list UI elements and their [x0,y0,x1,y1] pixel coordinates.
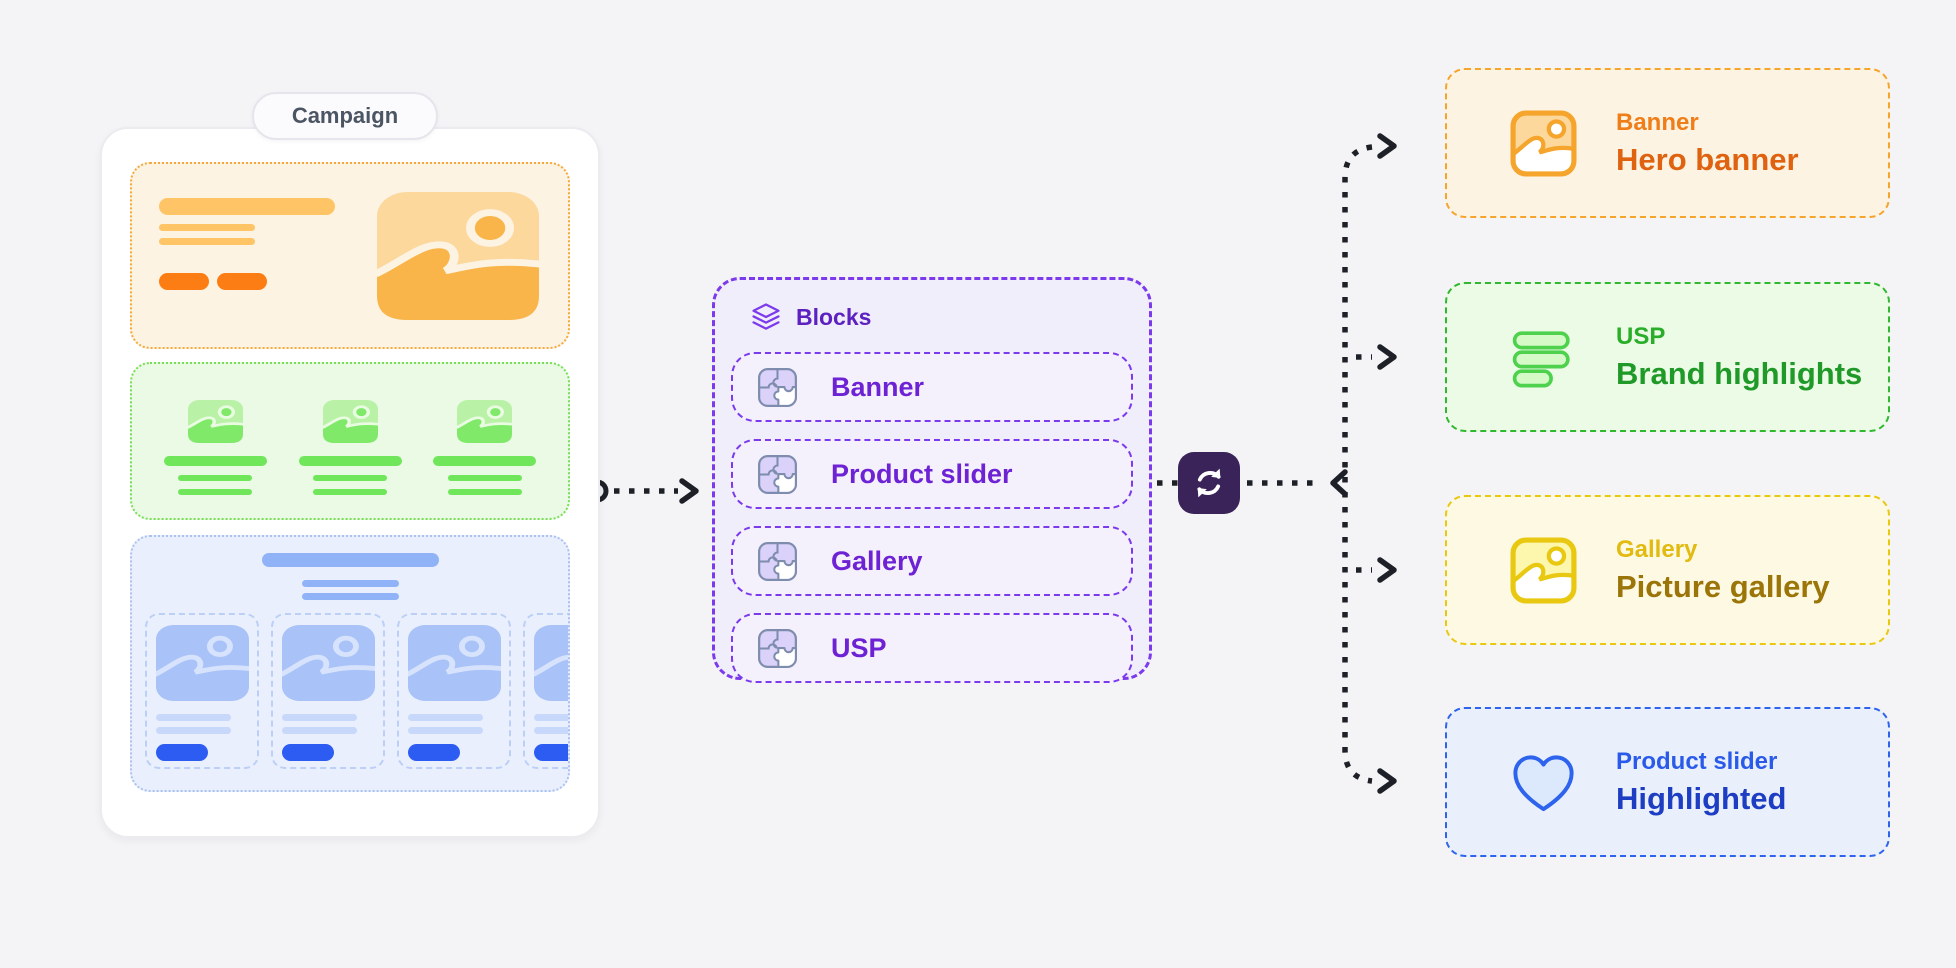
campaign-card [100,127,600,838]
layers-icon [752,303,780,330]
campaign-gallery-section [130,362,570,520]
output-card-category: Gallery [1616,535,1698,563]
image-placeholder-icon [377,192,539,320]
output-card-text: USP Brand highlights [1616,323,1862,392]
mock-text-line [534,727,568,734]
mock-text-line [301,593,399,600]
mock-button [408,744,460,761]
block-item-product-slider: Product slider [731,439,1133,509]
image-icon [1510,109,1577,177]
output-card-highlighted: Product slider Highlighted [1445,707,1890,857]
image-placeholder-icon [457,400,513,443]
output-card-title: Hero banner [1616,141,1799,177]
list-bars-icon [1512,330,1570,387]
mock-text-line [447,475,522,481]
image-placeholder-icon [531,625,568,701]
blocks-panel: Blocks Banner Product slider [712,277,1152,683]
block-item-label: Product slider [831,458,1013,489]
output-card-title: Picture gallery [1616,568,1830,604]
product-mock-card [523,613,568,769]
mock-text-line [156,714,231,721]
mock-button [159,273,209,290]
block-item-banner: Banner [731,352,1133,422]
output-card-title: Brand highlights [1616,355,1863,391]
campaign-slider-section [130,535,570,792]
output-card-hero-banner: Banner Hero banner [1445,68,1890,218]
arrow-campaign-to-blocks [585,478,699,504]
banner-mock-text [159,198,335,290]
image-placeholder-icon [187,400,243,443]
mock-button [217,273,267,290]
campaign-label: Campaign [291,103,399,128]
mock-title-bar [298,456,402,466]
output-card-title: Highlighted [1616,780,1787,816]
mock-title-bar [433,456,537,466]
mock-text-line [282,714,357,721]
heart-icon [1513,754,1574,811]
puzzle-icon [758,367,797,407]
output-card-text: Product slider Highlighted [1616,748,1786,817]
mock-button [534,744,568,761]
mock-text-line [282,727,357,734]
puzzle-icon [758,541,797,581]
image-placeholder-icon [153,625,252,701]
block-item-label: Gallery [831,545,923,576]
output-card-text: Gallery Picture gallery [1616,536,1830,605]
mock-text-line [178,489,253,495]
puzzle-icon [758,628,797,668]
output-card-category: Product slider [1616,747,1778,775]
sync-icon [1178,452,1240,514]
mock-button [156,744,208,761]
slider-mock-cards [145,613,568,769]
image-placeholder-icon [405,625,504,701]
blocks-header: Blocks [749,303,1133,331]
block-item-label: Banner [831,371,925,402]
campaign-banner-section [130,162,570,349]
output-card-text: Banner Hero banner [1616,109,1799,178]
output-card-brand-highlights: USP Brand highlights [1445,282,1890,432]
gallery-mock-item [163,400,267,518]
mock-text-line [408,714,483,721]
block-item-usp: USP [731,613,1133,683]
mock-text-line [159,238,255,245]
mock-text-line [534,714,568,721]
mock-text-line [159,224,255,231]
puzzle-icon [758,454,797,494]
mock-text-line [408,727,483,734]
mock-button [282,744,334,761]
block-item-label: USP [831,632,887,663]
image-placeholder-icon [279,625,378,701]
mock-text-line [178,475,253,481]
gallery-mock-item [298,400,402,518]
branch-trunk [1342,133,1397,794]
product-mock-card [397,613,511,769]
output-card-picture-gallery: Gallery Picture gallery [1445,495,1890,645]
block-item-gallery: Gallery [731,526,1133,596]
campaign-label-tab: Campaign [252,92,438,140]
product-mock-card [271,613,385,769]
output-card-category: USP [1616,322,1666,350]
mock-text-line [156,727,231,734]
gallery-mock-item [433,400,537,518]
output-card-category: Banner [1616,108,1699,136]
image-placeholder-icon [322,400,378,443]
mock-title-bar [163,456,267,466]
mock-text-line [447,489,522,495]
mock-text-line [313,489,387,495]
mock-text-line [301,580,399,587]
image-icon [1510,536,1577,604]
refresh-arrows-icon [1197,468,1221,498]
product-mock-card [145,613,259,769]
mock-title-bar [261,553,439,567]
mock-text-line [313,475,387,481]
mock-title-bar [159,198,335,215]
blocks-panel-title: Blocks [796,303,872,330]
